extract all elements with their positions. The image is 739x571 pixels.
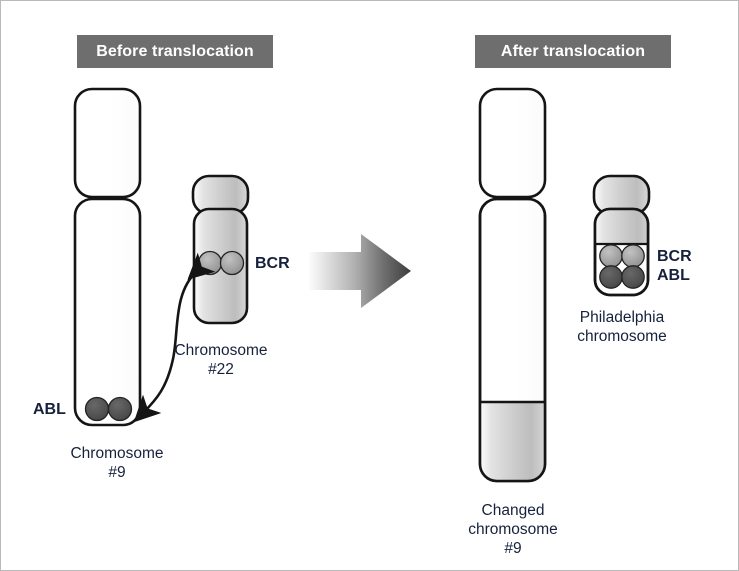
bcr-gene-label: BCR — [255, 255, 290, 272]
philadelphia-gray-band — [595, 209, 648, 244]
chromosome-9-before — [73, 87, 142, 427]
chromosome-22-before — [191, 174, 250, 325]
philadelphia-bcr-marker-right — [621, 244, 645, 268]
transition-arrow — [309, 234, 411, 308]
chromosome-9-caption: Chromosome #9 — [70, 445, 164, 481]
chromosome-9-upper-arm — [73, 87, 142, 199]
abl-gene-label: ABL — [33, 401, 66, 418]
translocated-segment-from-22 — [480, 402, 545, 481]
exchange-arrow — [133, 252, 216, 423]
philadelphia-abl-marker-left — [599, 265, 623, 289]
philadelphia-abl-marker-right — [621, 265, 645, 289]
chromosome-9-lower-arm — [73, 197, 142, 427]
changed-chromosome-9-upper-arm — [478, 87, 547, 199]
chromosome-22-caption: Chromosome #22 — [174, 342, 268, 378]
philadelphia-chromosome — [592, 174, 651, 297]
philadelphia-chromosome-caption: Philadelphia chromosome — [577, 309, 667, 345]
philadelphia-gene-labels: BCR ABL — [657, 248, 692, 284]
changed-chromosome-9 — [478, 87, 547, 483]
banner-before-translocation: Before translocation — [77, 35, 273, 68]
abl-marker-left — [84, 396, 110, 422]
bcr-marker-left — [197, 250, 223, 276]
bcr-marker-right — [219, 250, 245, 276]
banner-after-translocation: After translocation — [475, 35, 671, 68]
changed-chromosome-9-caption: Changed chromosome #9 — [468, 502, 558, 557]
philadelphia-bcr-marker-left — [599, 244, 623, 268]
abl-marker-right — [107, 396, 133, 422]
